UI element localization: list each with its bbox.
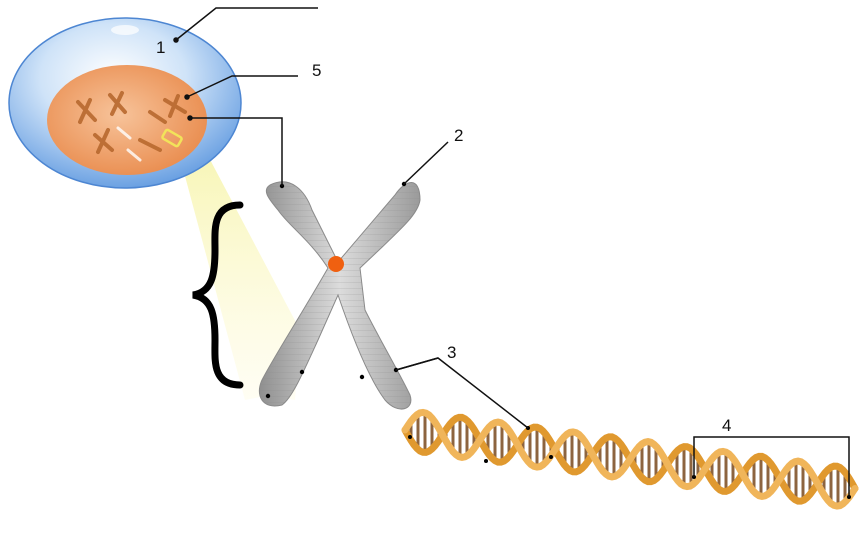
dna-double-helix <box>405 412 855 506</box>
nucleus <box>47 65 207 175</box>
label-2: 2 <box>454 126 463 145</box>
cell <box>9 18 241 188</box>
chromosome <box>259 182 420 409</box>
label-5: 5 <box>312 61 321 80</box>
centromere <box>328 256 344 272</box>
label-3: 3 <box>447 343 456 362</box>
label-4: 4 <box>722 416 731 435</box>
label-1: 1 <box>156 38 165 57</box>
leader-lines <box>174 8 849 497</box>
